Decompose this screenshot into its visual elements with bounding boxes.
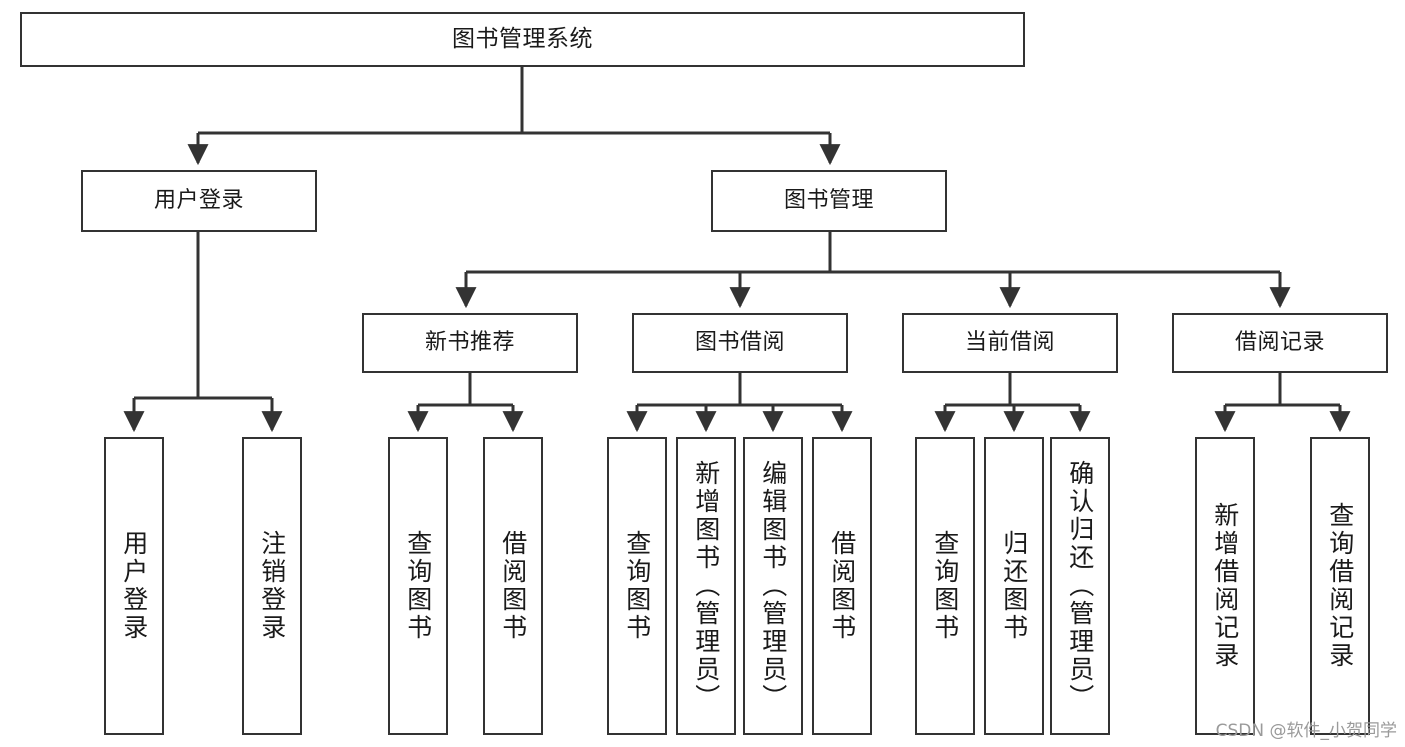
- node-leaf-borrow-book-2-label: 借阅图书: [827, 530, 857, 642]
- node-leaf-query-book-3[interactable]: 查询图书: [915, 437, 975, 735]
- node-leaf-add-book-label: 新增图书（管理员）: [691, 460, 721, 712]
- node-leaf-user-login-label: 用户登录: [119, 530, 149, 642]
- node-leaf-return-book-label: 归还图书: [999, 530, 1029, 642]
- node-leaf-add-record-label: 新增借阅记录: [1210, 502, 1240, 670]
- node-book-borrow-label: 图书借阅: [694, 330, 785, 356]
- node-leaf-user-login[interactable]: 用户登录: [104, 437, 164, 735]
- node-leaf-return-book[interactable]: 归还图书: [984, 437, 1044, 735]
- node-leaf-borrow-book-1-label: 借阅图书: [498, 530, 528, 642]
- node-leaf-borrow-book-2[interactable]: 借阅图书: [812, 437, 872, 735]
- node-borrow-record[interactable]: 借阅记录: [1172, 313, 1388, 373]
- node-leaf-borrow-book-1[interactable]: 借阅图书: [483, 437, 543, 735]
- node-leaf-query-book-1[interactable]: 查询图书: [388, 437, 448, 735]
- node-leaf-query-book-3-label: 查询图书: [930, 530, 960, 642]
- node-leaf-logout-label: 注销登录: [257, 530, 287, 642]
- node-book-management-label: 图书管理: [783, 188, 874, 214]
- node-current-borrow-label: 当前借阅: [964, 330, 1055, 356]
- node-leaf-add-record[interactable]: 新增借阅记录: [1195, 437, 1255, 735]
- node-leaf-query-record[interactable]: 查询借阅记录: [1310, 437, 1370, 735]
- node-book-borrow[interactable]: 图书借阅: [632, 313, 848, 373]
- node-user-login[interactable]: 用户登录: [81, 170, 317, 232]
- node-leaf-logout[interactable]: 注销登录: [242, 437, 302, 735]
- node-leaf-query-book-1-label: 查询图书: [403, 530, 433, 642]
- node-leaf-query-book-2-label: 查询图书: [622, 530, 652, 642]
- node-leaf-query-record-label: 查询借阅记录: [1325, 502, 1355, 670]
- node-root-label: 图书管理系统: [452, 26, 593, 53]
- watermark-text: CSDN @软件_小贺同学: [1215, 721, 1397, 741]
- node-leaf-edit-book[interactable]: 编辑图书（管理员）: [743, 437, 803, 735]
- node-current-borrow[interactable]: 当前借阅: [902, 313, 1118, 373]
- node-leaf-edit-book-label: 编辑图书（管理员）: [758, 460, 788, 712]
- node-new-book-recommend[interactable]: 新书推荐: [362, 313, 578, 373]
- node-root[interactable]: 图书管理系统: [20, 12, 1025, 67]
- node-leaf-query-book-2[interactable]: 查询图书: [607, 437, 667, 735]
- node-leaf-confirm-return-label: 确认归还（管理员）: [1065, 460, 1095, 712]
- node-user-login-label: 用户登录: [153, 188, 244, 214]
- node-new-book-recommend-label: 新书推荐: [424, 330, 515, 356]
- node-leaf-add-book[interactable]: 新增图书（管理员）: [676, 437, 736, 735]
- node-book-management[interactable]: 图书管理: [711, 170, 947, 232]
- node-leaf-confirm-return[interactable]: 确认归还（管理员）: [1050, 437, 1110, 735]
- node-borrow-record-label: 借阅记录: [1234, 330, 1325, 356]
